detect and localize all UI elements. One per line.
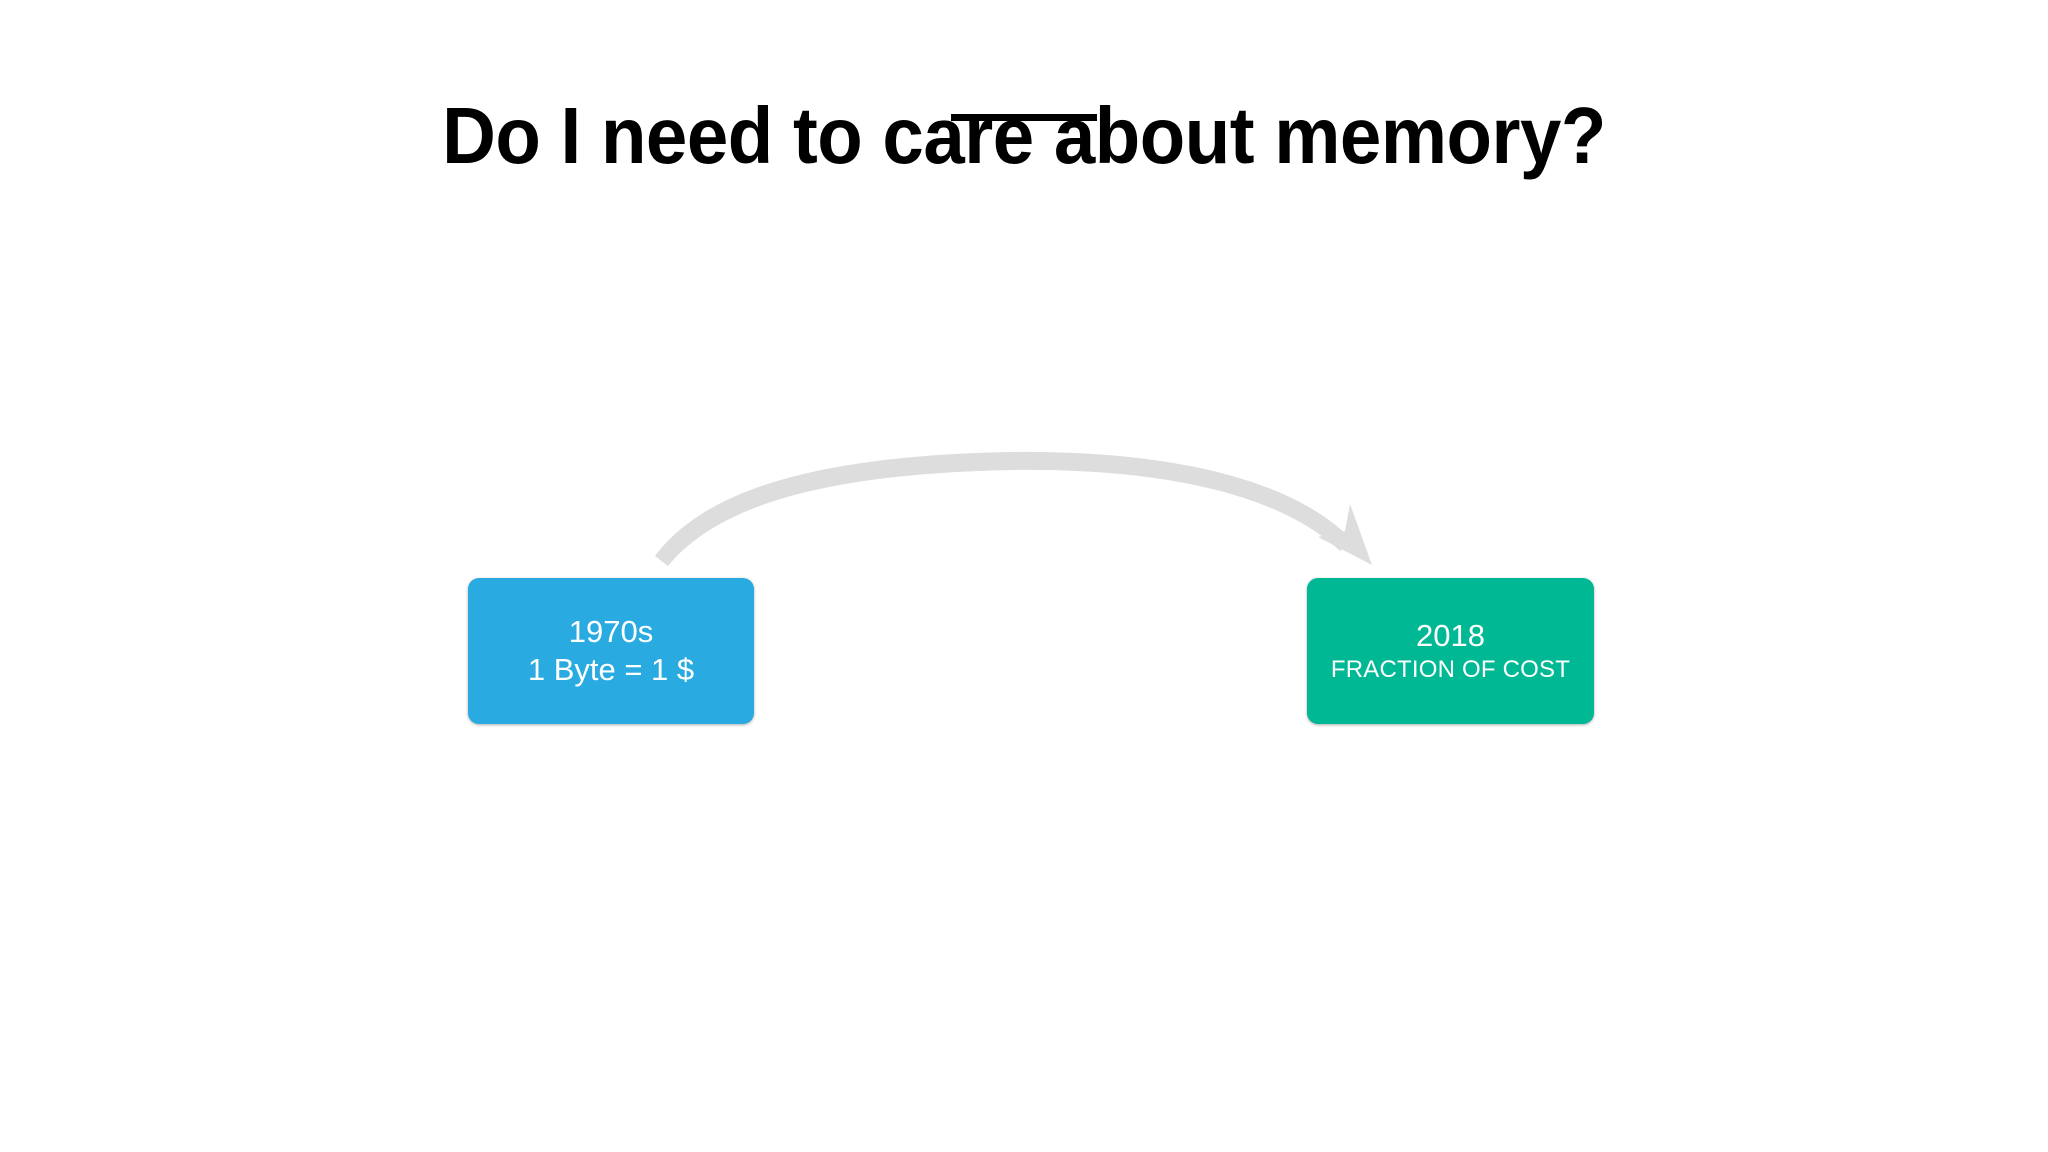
era-box-1970s[interactable]: 1970s 1 Byte = 1 $ [468, 578, 754, 724]
page-title: Do I need to care about memory? [0, 96, 2048, 176]
era-box-2018[interactable]: 2018 FRACTION OF COST [1307, 578, 1594, 724]
era-box-1970s-cost: 1 Byte = 1 $ [527, 652, 695, 687]
era-box-2018-cost: FRACTION OF COST [1330, 656, 1571, 684]
slide-title-text: Do I need to care about memory? [442, 91, 1606, 180]
title-underline-bar [951, 114, 1097, 121]
era-box-2018-year: 2018 [1416, 618, 1485, 654]
era-box-1970s-year: 1970s [568, 614, 654, 650]
